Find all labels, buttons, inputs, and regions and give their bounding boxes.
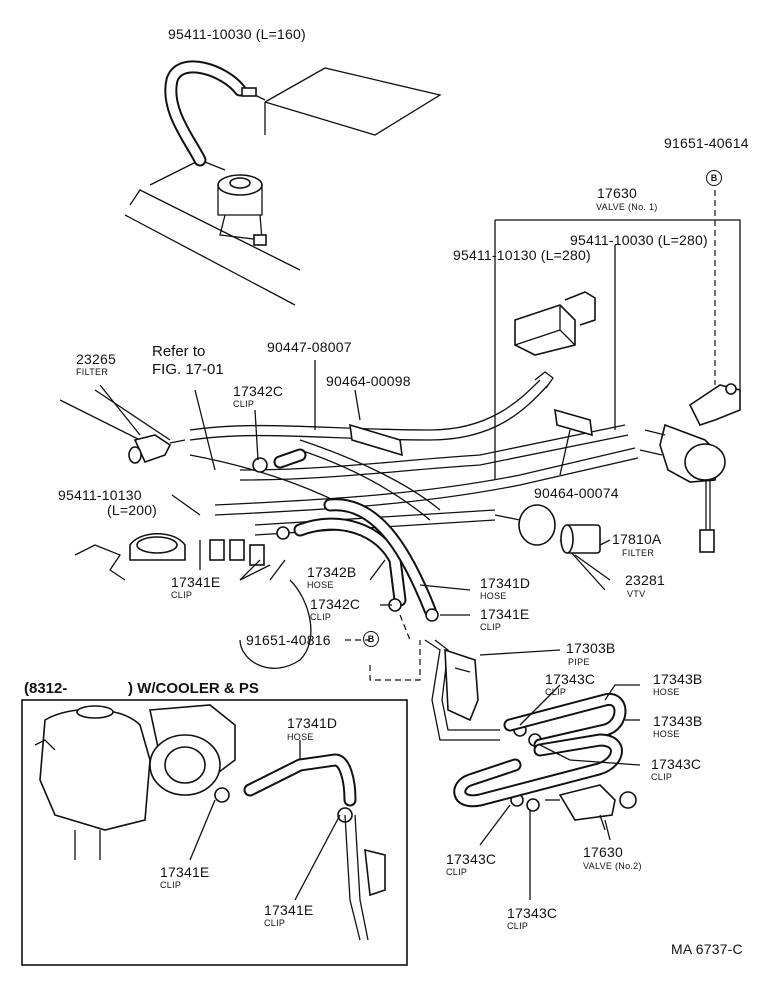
label-17303b-pipe-sub: PIPE (568, 657, 590, 667)
leader-lines (99, 360, 641, 900)
label-17343c-clip-4: 17343C (507, 905, 558, 921)
inset-title-model: (8312- (24, 680, 68, 697)
label-17342c-clip-1-sub: CLIP (233, 399, 255, 409)
label-90464-00074: 90464-00074 (534, 485, 619, 501)
ref-b-marker-top: B (706, 170, 722, 186)
ref-b-marker-bottom: B (363, 631, 379, 647)
label-17630-valve-2-sub: VALVE (No.2) (583, 861, 642, 871)
valve-no2 (545, 784, 637, 831)
label-17343c-clip-3: 17343C (446, 851, 497, 867)
label-l200: (L=200) (107, 502, 158, 518)
label-17341e-clip-1: 17341E (171, 574, 221, 590)
label-23265-sub: FILTER (76, 367, 109, 377)
label-23265: 23265 (76, 351, 116, 367)
label-17343c-clip-2-sub: CLIP (651, 772, 673, 782)
valve-no1 (494, 190, 741, 553)
vtv-and-filter (494, 504, 606, 591)
label-fig-17-01: FIG. 17-01 (152, 361, 224, 378)
top-hose-160 (164, 60, 257, 167)
label-95411-10030-l160: 95411-10030 (L=160) (168, 26, 306, 42)
label-17341e-clip-3: 17341E (160, 864, 210, 880)
label-95411-10130-l200: 95411-10130 (58, 487, 142, 503)
label-17341e-clip-2: 17341E (480, 606, 530, 622)
label-17341e-clip-1-sub: CLIP (171, 590, 193, 600)
label-17343c-clip-2: 17343C (651, 756, 702, 772)
label-17341d-hose-2: 17341D (287, 715, 338, 731)
label-17343b-hose-1: 17343B (653, 671, 703, 687)
label-17341e-clip-2-sub: CLIP (480, 622, 502, 632)
clips (214, 457, 542, 823)
label-17341d-hose-1: 17341D (480, 575, 531, 591)
hose-17342b (293, 517, 407, 607)
label-17343c-clip-1: 17343C (545, 671, 596, 687)
inset-box (21, 699, 408, 966)
label-17810a: 17810A (612, 531, 662, 547)
inset-title-option: ) W/COOLER & PS (128, 680, 259, 697)
label-17341d-hose-1-sub: HOSE (480, 591, 507, 601)
label-17343b-hose-2: 17343B (653, 713, 703, 729)
label-17341d-hose-2-sub: HOSE (287, 732, 314, 742)
label-23281: 23281 (625, 572, 665, 588)
label-17343c-clip-1-sub: CLIP (545, 687, 567, 697)
label-17343c-clip-4-sub: CLIP (507, 921, 529, 931)
label-17630-valve-1: 17630 (597, 185, 637, 201)
relay-box (514, 291, 596, 356)
grommets (349, 408, 593, 457)
hose-17341d (323, 498, 437, 617)
label-95411-10130-l280: 95411-10130 (L=280) (453, 247, 591, 263)
label-17342c-clip-2-sub: CLIP (310, 612, 332, 622)
label-17342c-clip-2: 17342C (310, 596, 361, 612)
label-17342b-hose: 17342B (307, 564, 357, 580)
hose-short (273, 448, 307, 469)
label-17341e-clip-4: 17341E (264, 902, 314, 918)
label-17630-valve-1-sub: VALVE (No. 1) (596, 202, 658, 212)
label-17341e-clip-4-sub: CLIP (264, 918, 286, 928)
label-17343c-clip-3-sub: CLIP (446, 867, 468, 877)
label-17342c-clip-1: 17342C (233, 383, 284, 399)
label-17341e-clip-3-sub: CLIP (160, 880, 182, 890)
label-17303b-pipe: 17303B (566, 640, 616, 656)
label-90464-00098: 90464-00098 (326, 373, 411, 389)
filter-23265 (59, 389, 186, 464)
ref-lines (345, 614, 421, 681)
label-91651-40816: 91651-40816 (246, 632, 331, 648)
diagram-code: MA 6737-C (671, 941, 743, 957)
label-23281-sub: VTV (627, 589, 646, 599)
label-95411-10030-l280: 95411-10030 (L=280) (570, 232, 708, 248)
label-17810a-sub: FILTER (622, 548, 655, 558)
label-17343b-hose-2-sub: HOSE (653, 729, 680, 739)
label-17343b-hose-1-sub: HOSE (653, 687, 680, 697)
label-17630-valve-2: 17630 (583, 844, 623, 860)
hoses-17343b (453, 693, 627, 808)
label-91651-40614: 91651-40614 (664, 135, 749, 151)
label-90447-08007: 90447-08007 (267, 339, 352, 355)
left-engine-block (74, 533, 312, 669)
label-refer-to: Refer to (152, 343, 206, 360)
pipe-17303b (424, 639, 500, 741)
label-17342b-hose-sub: HOSE (307, 580, 334, 590)
